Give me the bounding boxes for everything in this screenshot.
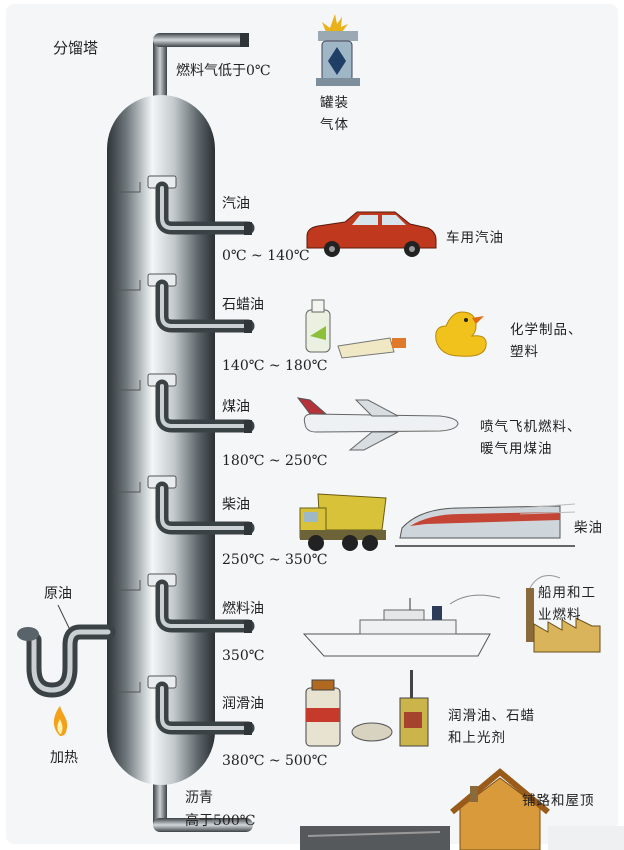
fraction-name-lubricant: 润滑油 (222, 696, 264, 712)
tray-and-outlet-pipe (117, 573, 255, 633)
fraction-name-paraffin: 石蜡油 (222, 297, 264, 313)
heat-flame-icon (53, 706, 68, 736)
road-and-house-icon (300, 768, 624, 850)
tray-and-outlet-pipe (117, 475, 255, 535)
fraction-temp-diesel: 250℃ ~ 350℃ (222, 552, 328, 568)
product-diesel: 柴油 (574, 520, 603, 536)
column-trays (117, 175, 255, 735)
product-gasoline: 车用汽油 (446, 230, 504, 246)
fraction-temp-lubricant: 380℃ ~ 500℃ (222, 753, 328, 769)
tray-and-outlet-pipe (117, 273, 255, 333)
high-speed-train-icon (395, 503, 576, 547)
product-fuel-oil: 船用和工 业燃料 (538, 585, 596, 623)
product-gas: 罐装 气体 (320, 95, 349, 133)
rubber-duck-icon (435, 311, 487, 357)
fraction-temp-gasoline: 0℃ ~ 140℃ (222, 248, 310, 264)
tray-and-outlet-pipe (117, 175, 255, 235)
diagram-title: 分馏塔 (53, 39, 99, 57)
product-asphalt: 铺路和屋顶 (522, 793, 595, 809)
fraction-name-fuel-oil: 燃料油 (222, 601, 264, 617)
fraction-temp-paraffin: 140℃ ~ 180℃ (222, 358, 328, 374)
fraction-name-gasoline: 汽油 (222, 196, 250, 212)
product-kerosene: 喷气飞机燃料、 暖气用煤油 (480, 419, 582, 457)
factory-icon (526, 575, 601, 653)
lubricant-cans-icon (305, 670, 429, 747)
tray-and-outlet-pipe (117, 675, 255, 735)
fraction-temp-kerosene: 180℃ ~ 250℃ (222, 453, 328, 469)
tray-and-outlet-pipe (117, 373, 255, 433)
cruise-ship-icon (302, 594, 501, 657)
fractionating-column (107, 95, 215, 785)
product-paraffin: 化学制品、 塑料 (510, 322, 583, 360)
fraction-name-diesel: 柴油 (222, 497, 250, 513)
heat-label: 加热 (50, 750, 78, 766)
fraction-name-asphalt: 沥青 (185, 790, 213, 806)
fraction-name-kerosene: 煤油 (222, 399, 250, 415)
car-icon (306, 211, 437, 257)
airplane-icon (296, 397, 459, 451)
product-lubricant: 润滑油、石蜡 和上光剂 (448, 708, 535, 746)
fraction-name-gas: 燃料气低于0℃ (176, 63, 271, 79)
crude-oil-label: 原油 (44, 586, 72, 602)
bottom-asphalt-pipe (153, 775, 253, 832)
gas-cylinder-icon (316, 14, 360, 86)
crude-oil-inlet-pipe (17, 604, 116, 698)
fraction-temp-asphalt: 高于500℃ (185, 813, 256, 829)
fraction-temp-fuel-oil: 350℃ (222, 648, 265, 664)
chemicals-icon (305, 299, 406, 359)
dump-truck-icon (299, 493, 387, 551)
